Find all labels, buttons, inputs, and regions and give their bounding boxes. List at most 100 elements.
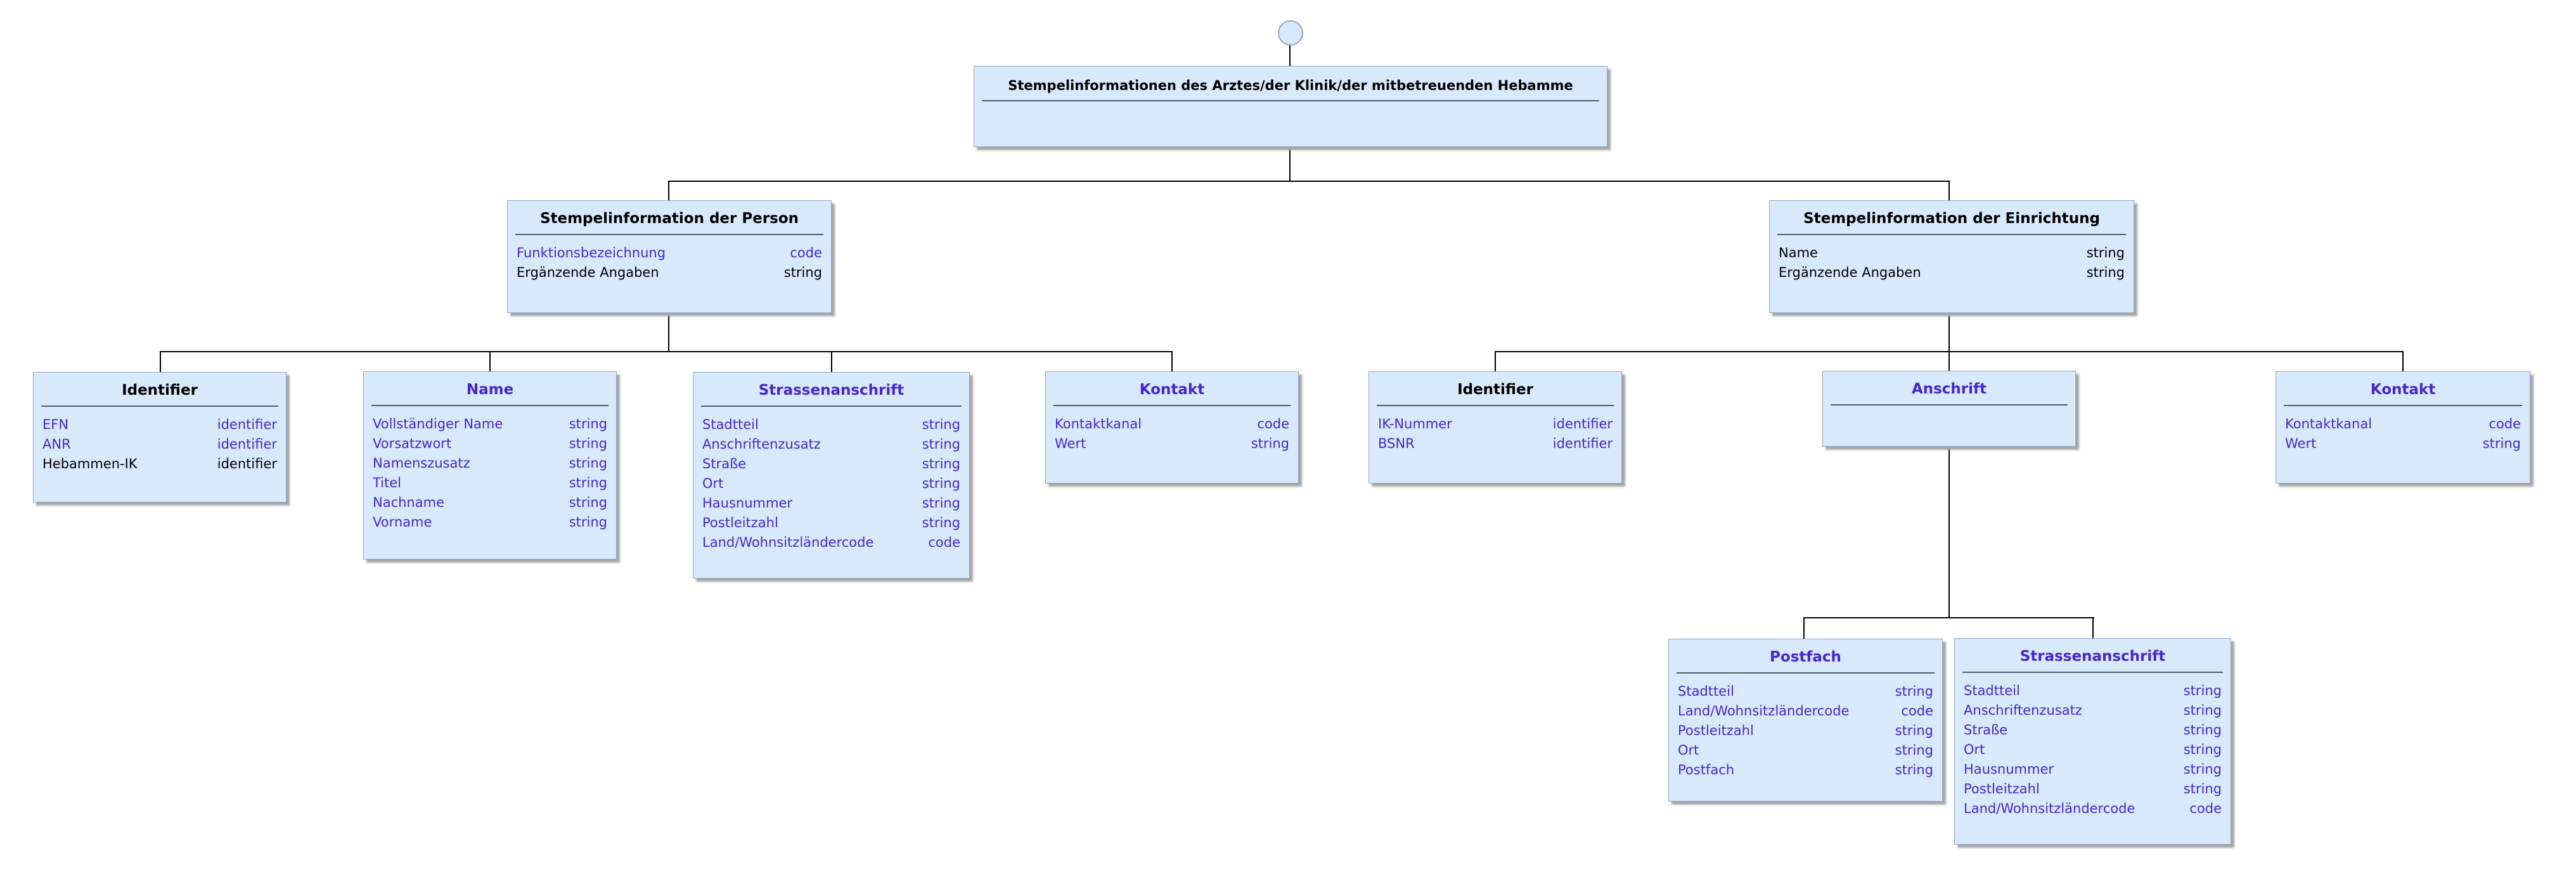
field-name[interactable]: Postfach — [1678, 762, 1735, 777]
node-title[interactable]: Kontakt — [2370, 381, 2436, 398]
node-root[interactable]: Stempelinformationen des Arztes/der Klin… — [974, 66, 1607, 147]
field-name[interactable]: Vorname — [373, 514, 432, 530]
field-row: Ergänzende Angaben string — [517, 263, 822, 283]
field-row[interactable]: Wert string — [2285, 434, 2521, 454]
field-name[interactable]: Wert — [2285, 436, 2317, 451]
field-row[interactable]: Stadtteil string — [1964, 681, 2222, 701]
field-row[interactable]: Postleitzahl string — [1678, 721, 1933, 741]
node-stempelinformation-einrichtung[interactable]: Stempelinformation der Einrichtung Name … — [1769, 200, 2134, 313]
field-name[interactable]: Funktionsbezeichnung — [517, 245, 666, 260]
node-title[interactable]: Anschrift — [1911, 381, 1987, 397]
field-type: code — [1257, 416, 1289, 431]
field-row[interactable]: Titel string — [373, 473, 607, 493]
field-type: string — [922, 515, 960, 530]
field-row[interactable]: Anschriftenzusatz string — [1964, 701, 2222, 720]
node-kontakt-einrichtung[interactable]: Kontakt Kontaktkanal code Wert string — [2276, 371, 2530, 483]
field-row[interactable]: Ort string — [702, 474, 960, 494]
field-row[interactable]: Hausnummer string — [702, 494, 960, 513]
field-row[interactable]: EFN identifier — [42, 415, 277, 435]
field-name[interactable]: Stadtteil — [1964, 683, 2020, 698]
node-strassenanschrift-einrichtung[interactable]: Strassenanschrift Stadtteil string Ansch… — [1954, 638, 2231, 845]
field-row[interactable]: Hausnummer string — [1964, 760, 2222, 779]
field-type: code — [790, 245, 822, 260]
connector-drop-kontakt-person — [1171, 351, 1173, 372]
node-kontakt-person[interactable]: Kontakt Kontaktkanal code Wert string — [1045, 371, 1299, 483]
field-name[interactable]: Land/Wohnsitzländercode — [702, 535, 874, 550]
divider — [371, 405, 609, 406]
field-name[interactable]: Postleitzahl — [1964, 781, 2040, 796]
field-row[interactable]: Postleitzahl string — [702, 513, 960, 533]
node-identifier-person[interactable]: Identifier EFN identifier ANR identifier… — [33, 372, 287, 502]
field-name[interactable]: Namenszusatz — [373, 456, 470, 471]
field-list: Funktionsbezeichnung code Ergänzende Ang… — [508, 235, 831, 293]
field-name[interactable]: Land/Wohnsitzländercode — [1964, 801, 2135, 816]
field-row[interactable]: IK-Nummer identifier — [1378, 414, 1613, 434]
field-name[interactable]: IK-Nummer — [1378, 416, 1452, 431]
field-name[interactable]: Anschriftenzusatz — [1964, 703, 2082, 718]
field-row[interactable]: Land/Wohnsitzländercode code — [1678, 701, 1933, 721]
field-name[interactable]: Stadtteil — [702, 417, 759, 432]
field-row[interactable]: Vorname string — [373, 513, 607, 532]
node-title[interactable]: Kontakt — [1139, 381, 1205, 398]
node-title[interactable]: Name — [466, 381, 514, 398]
field-name[interactable]: Ort — [702, 476, 724, 491]
field-row[interactable]: Ort string — [1678, 741, 1933, 760]
field-name[interactable]: BSNR — [1378, 436, 1415, 451]
field-name[interactable]: Ort — [1964, 742, 1985, 757]
node-stempelinformation-person[interactable]: Stempelinformation der Person Funktionsb… — [507, 200, 832, 313]
node-postfach[interactable]: Postfach Stadtteil string Land/Wohnsitzl… — [1668, 639, 1943, 802]
node-identifier-einrichtung[interactable]: Identifier IK-Nummer identifier BSNR ide… — [1368, 371, 1622, 483]
field-name[interactable]: Kontaktkanal — [1055, 416, 1142, 431]
field-name[interactable]: Wert — [1055, 436, 1086, 451]
node-title[interactable]: Strassenanschrift — [2019, 648, 2166, 665]
field-row: Ergänzende Angaben string — [1779, 263, 2125, 283]
field-name[interactable]: EFN — [42, 417, 69, 432]
field-row[interactable]: Postleitzahl string — [1964, 779, 2222, 799]
field-row[interactable]: Stadtteil string — [702, 415, 960, 435]
field-row[interactable]: Kontaktkanal code — [2285, 414, 2521, 434]
field-name[interactable]: Anschriftenzusatz — [702, 437, 821, 452]
field-row[interactable]: Kontaktkanal code — [1055, 414, 1289, 434]
node-title[interactable]: Postfach — [1770, 649, 1841, 665]
field-name[interactable]: Vorsatzwort — [373, 436, 452, 451]
node-name[interactable]: Name Vollständiger Name string Vorsatzwo… — [363, 371, 617, 559]
field-row[interactable]: Ort string — [1964, 740, 2222, 760]
field-row[interactable]: Stadtteil string — [1678, 682, 1933, 701]
node-strassenanschrift-person[interactable]: Strassenanschrift Stadtteil string Ansch… — [693, 372, 970, 578]
field-row[interactable]: Land/Wohnsitzländercode code — [1964, 799, 2222, 819]
field-name[interactable]: Kontaktkanal — [2285, 416, 2373, 431]
field-row[interactable]: Vorsatzwort string — [373, 434, 607, 454]
field-row[interactable]: ANR identifier — [42, 435, 277, 454]
field-name[interactable]: Stadtteil — [1678, 684, 1734, 699]
field-name[interactable]: Postleitzahl — [1678, 723, 1754, 738]
field-row[interactable]: Funktionsbezeichnung code — [517, 243, 822, 263]
connector-circle-root — [1289, 46, 1291, 67]
field-row[interactable]: Wert string — [1055, 434, 1289, 454]
field-row[interactable]: Nachname string — [373, 493, 607, 513]
node-anschrift[interactable]: Anschrift — [1822, 371, 2076, 447]
field-row[interactable]: Namenszusatz string — [373, 454, 607, 473]
field-row[interactable]: Anschriftenzusatz string — [702, 435, 960, 454]
field-row[interactable]: Land/Wohnsitzländercode code — [702, 533, 960, 553]
field-name[interactable]: Ort — [1678, 743, 1699, 758]
field-name[interactable]: ANR — [42, 437, 71, 452]
field-row[interactable]: BSNR identifier — [1378, 434, 1613, 454]
field-name[interactable]: Vollständiger Name — [373, 416, 503, 431]
node-root-title: Stempelinformationen des Arztes/der Klin… — [1008, 78, 1573, 93]
node-title[interactable]: Strassenanschrift — [758, 382, 905, 399]
field-name[interactable]: Nachname — [373, 495, 444, 510]
field-row[interactable]: Straße string — [702, 454, 960, 474]
field-name[interactable]: Postleitzahl — [702, 515, 778, 530]
field-name[interactable]: Titel — [373, 475, 402, 490]
field-name[interactable]: Hausnummer — [1964, 762, 2054, 777]
field-row[interactable]: Vollständiger Name string — [373, 414, 607, 434]
field-name[interactable]: Land/Wohnsitzländercode — [1678, 703, 1850, 719]
field-type: identifier — [1552, 416, 1613, 431]
field-row[interactable]: Straße string — [1964, 720, 2222, 740]
field-row[interactable]: Postfach string — [1678, 760, 1933, 780]
field-name[interactable]: Straße — [1964, 722, 2008, 738]
field-type: identifier — [217, 437, 277, 452]
field-name[interactable]: Straße — [702, 456, 747, 471]
field-name[interactable]: Hausnummer — [702, 495, 792, 511]
